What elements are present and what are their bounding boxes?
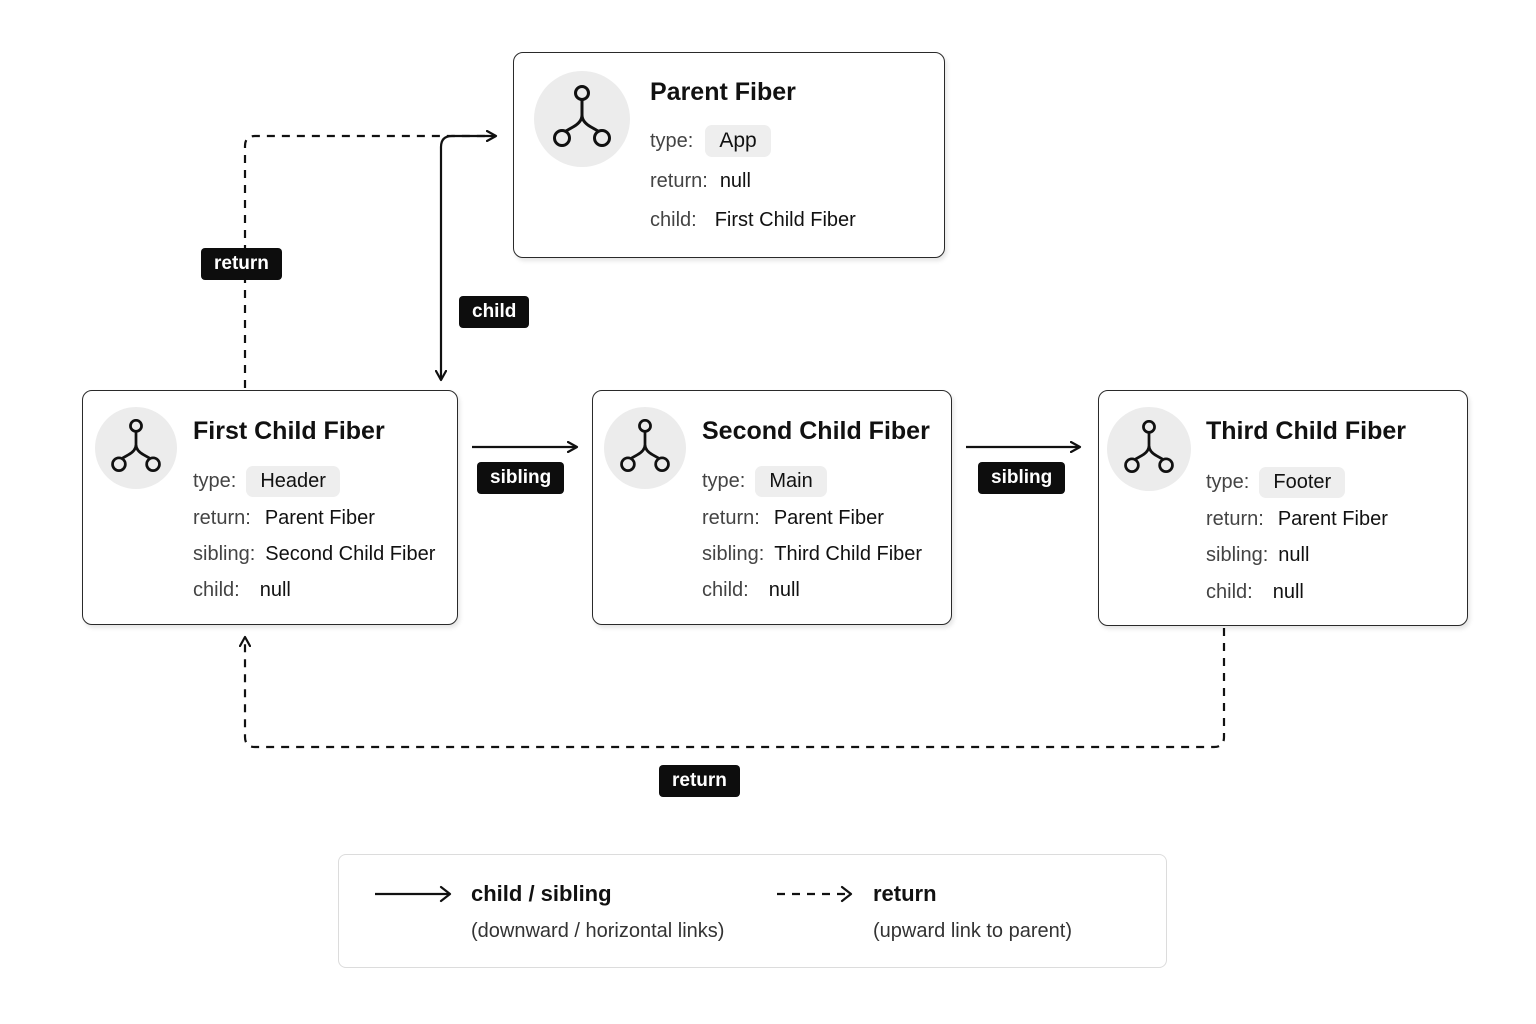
legend-solid-title: child / sibling <box>471 881 612 906</box>
second-child-type-row: type: Main <box>702 466 827 497</box>
first-child-fiber-title: First Child Fiber <box>193 417 385 445</box>
tree-icon <box>604 407 686 489</box>
field-key: child: <box>193 579 240 601</box>
first-child-child-row: child: null <box>193 579 291 602</box>
return-link-third-to-first <box>245 628 1226 749</box>
child-edge-label: child <box>459 296 530 328</box>
field-key: child: <box>702 579 749 601</box>
parent-fiber-return-row: return: null <box>650 170 751 193</box>
second-child-child-row: child: null <box>702 579 800 602</box>
second-child-fiber-title: Second Child Fiber <box>702 417 930 445</box>
field-key: type: <box>1206 471 1250 493</box>
third-child-fiber-card: Third Child Fiber type: Footer return: P… <box>1098 390 1468 626</box>
field-value: Second Child Fiber <box>265 543 436 565</box>
field-key: return: <box>650 170 708 192</box>
field-key: sibling: <box>193 543 256 565</box>
third-child-type-row: type: Footer <box>1206 467 1346 498</box>
return-edge-label-bottom: return <box>659 765 740 797</box>
second-child-return-row: return: Parent Fiber <box>702 507 884 530</box>
solid-arrow-icon <box>375 885 452 903</box>
type-value-pill: App <box>705 125 771 157</box>
third-child-sibling-row: sibling: null <box>1206 544 1309 567</box>
field-value: null <box>1278 544 1310 566</box>
field-key: type: <box>650 129 694 152</box>
field-key: type: <box>193 470 237 492</box>
type-value-pill: Main <box>755 466 827 497</box>
first-child-type-row: type: Header <box>193 466 340 497</box>
field-key: sibling: <box>702 543 765 565</box>
second-child-sibling-row: sibling: Third Child Fiber <box>702 543 922 566</box>
second-child-fiber-card: Second Child Fiber type: Main return: Pa… <box>592 390 952 625</box>
parent-fiber-type-row: type: App <box>650 125 771 157</box>
field-value: Parent Fiber <box>773 507 884 529</box>
field-value: Third Child Fiber <box>774 543 923 565</box>
first-child-fiber-card: First Child Fiber type: Header return: P… <box>82 390 458 625</box>
field-value: null <box>719 170 751 192</box>
parent-fiber-title: Parent Fiber <box>650 78 796 106</box>
child-link-parent-to-first <box>441 134 496 380</box>
field-value: null <box>1272 581 1304 603</box>
field-key: type: <box>702 470 746 492</box>
field-value: Parent Fiber <box>264 507 375 529</box>
first-child-sibling-row: sibling: Second Child Fiber <box>193 543 435 566</box>
third-child-child-row: child: null <box>1206 581 1304 604</box>
third-child-fiber-title: Third Child Fiber <box>1206 417 1406 445</box>
field-key: return: <box>193 507 251 529</box>
legend: child / sibling (downward / horizontal l… <box>338 854 1167 968</box>
field-key: sibling: <box>1206 544 1269 566</box>
field-value: null <box>259 579 291 601</box>
field-key: return: <box>702 507 760 529</box>
field-value: First Child Fiber <box>714 209 856 231</box>
sibling-edge-label-2: sibling <box>978 462 1066 494</box>
legend-dashed-desc: (upward link to parent) <box>873 920 1072 942</box>
parent-fiber-card: Parent Fiber type: App return: null chil… <box>513 52 945 258</box>
tree-icon <box>95 407 177 489</box>
return-edge-label-top: return <box>201 248 282 280</box>
return-link-first-to-parent <box>243 136 496 388</box>
legend-solid-desc: (downward / horizontal links) <box>471 920 725 942</box>
legend-dashed-title: return <box>873 881 937 906</box>
tree-icon <box>534 71 630 167</box>
sibling-edge-label-1: sibling <box>477 462 565 494</box>
parent-fiber-child-row: child: First Child Fiber <box>650 209 856 232</box>
dashed-arrow-icon <box>777 885 853 903</box>
type-value-pill: Header <box>246 466 340 497</box>
type-value-pill: Footer <box>1259 467 1346 498</box>
field-value: Parent Fiber <box>1277 508 1388 530</box>
first-child-return-row: return: Parent Fiber <box>193 507 375 530</box>
field-key: child: <box>650 209 697 231</box>
field-key: child: <box>1206 581 1253 603</box>
field-value: null <box>768 579 800 601</box>
tree-icon <box>1107 407 1191 491</box>
field-key: return: <box>1206 508 1264 530</box>
third-child-return-row: return: Parent Fiber <box>1206 508 1388 531</box>
